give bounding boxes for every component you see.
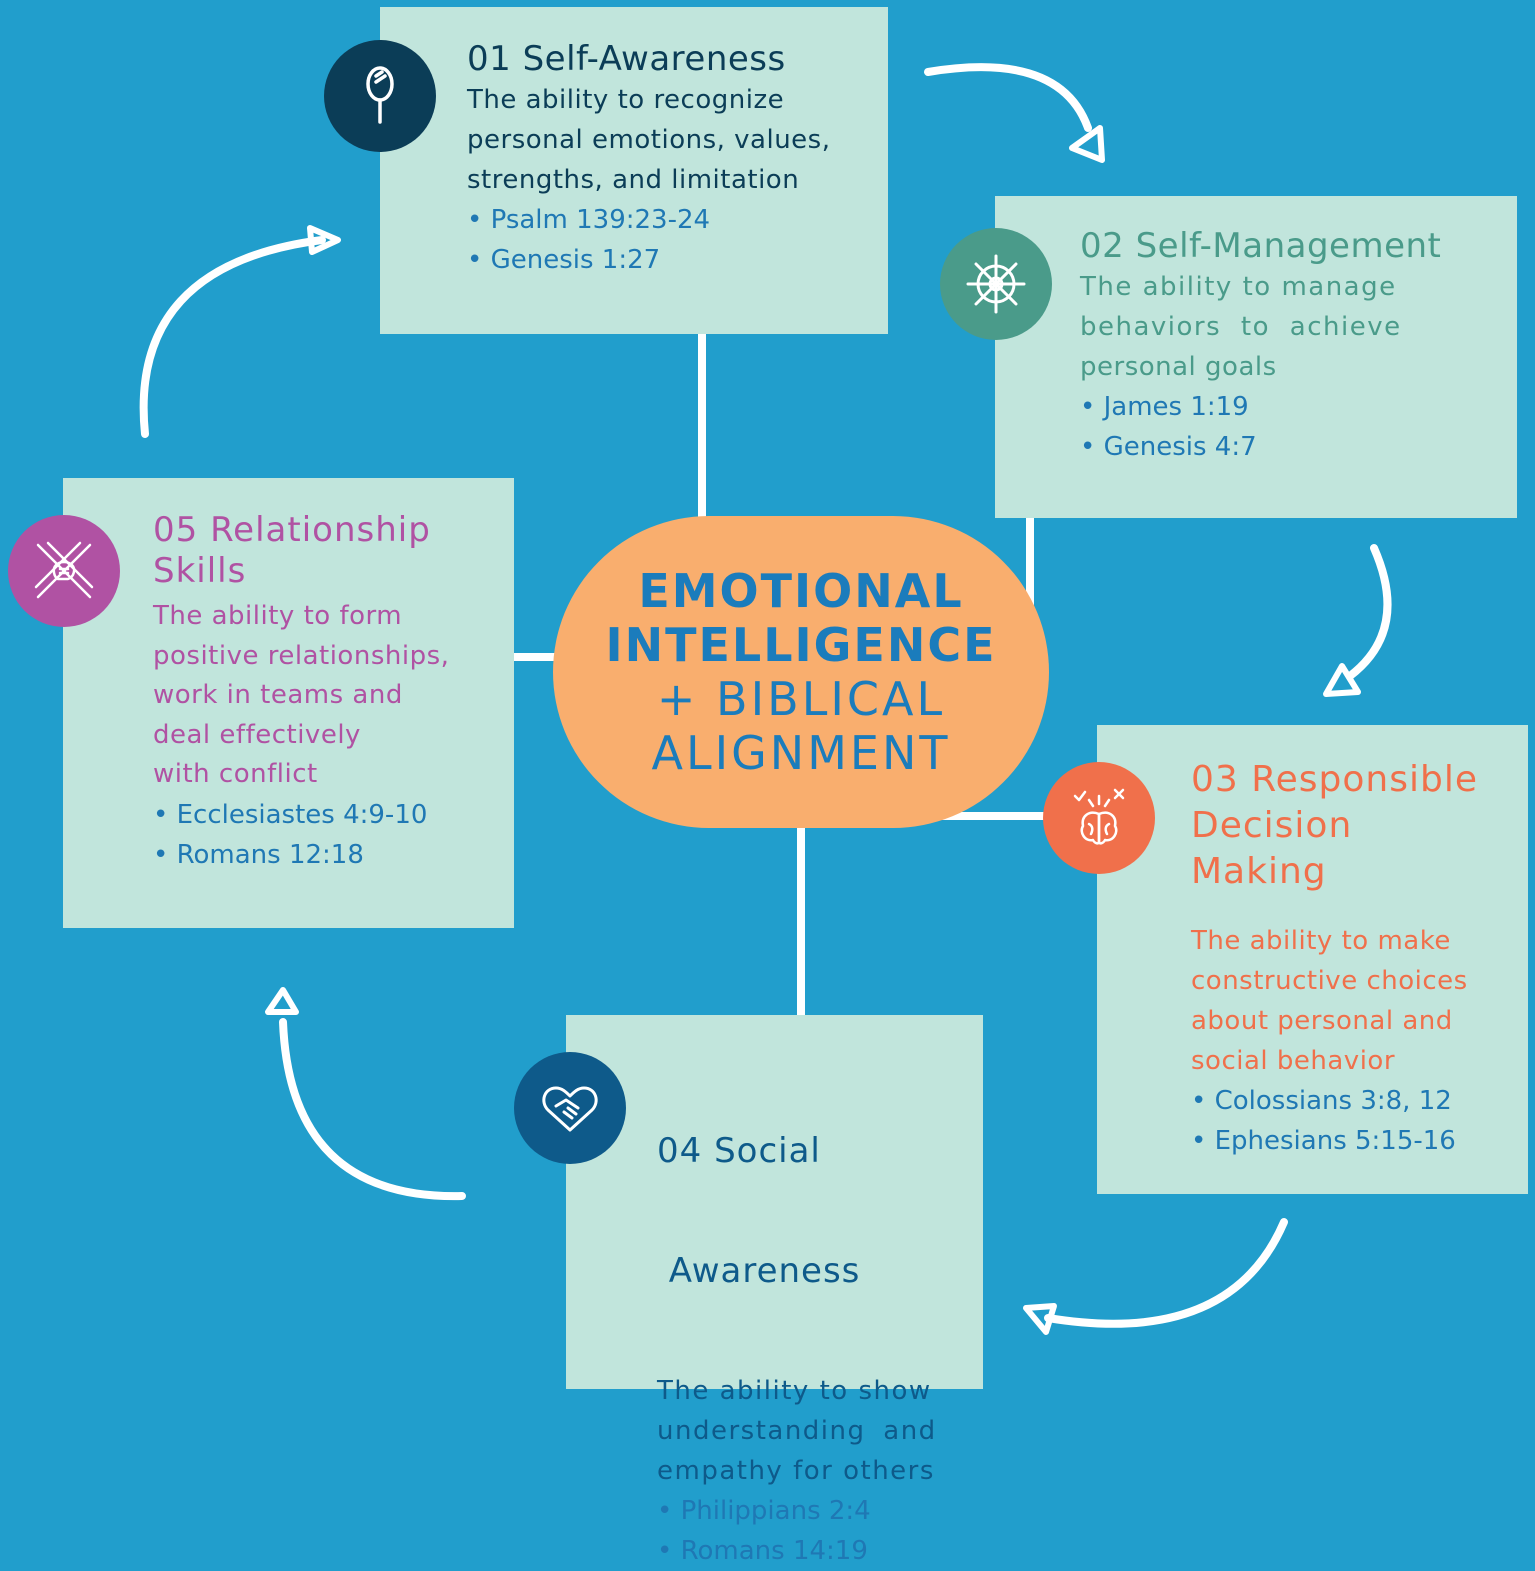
- scripture-reference: • Ecclesiastes 4:9-10: [153, 799, 428, 830]
- card-description-line: understanding and: [657, 1416, 937, 1446]
- relationship-skills-card: 05 Relationship Skills The ability to fo…: [63, 478, 514, 928]
- brain-icon: [1043, 762, 1155, 874]
- mirror-icon: [324, 40, 436, 152]
- scripture-reference: • Genesis 1:27: [467, 245, 661, 275]
- card-description-line: empathy for others: [657, 1456, 935, 1486]
- scripture-reference: • Philippians 2:4: [657, 1496, 871, 1526]
- ship-wheel-icon: [940, 228, 1052, 340]
- scripture-reference: • Ephesians 5:15-16: [1191, 1126, 1456, 1156]
- card-title: 01 Self-Awareness: [467, 39, 786, 79]
- center-title-line: ALIGNMENT: [651, 726, 951, 780]
- card-description-line: work in teams and: [153, 680, 403, 711]
- card-description-line: The ability to recognize: [467, 85, 785, 115]
- card-description-line: social behavior: [1191, 1046, 1396, 1076]
- card-description-line: personal goals: [1080, 352, 1277, 382]
- center-title-pill: EMOTIONAL INTELLIGENCE + BIBLICAL ALIGNM…: [553, 516, 1049, 828]
- arrowhead-3: [1023, 1303, 1057, 1335]
- card-title-line: 04 Social: [657, 1131, 821, 1171]
- card-description-line: behaviors to achieve: [1080, 312, 1402, 342]
- card-description-line: positive relationships,: [153, 640, 450, 671]
- card-description-line: about personal and: [1191, 1006, 1453, 1036]
- arrow-1-to-2: [924, 63, 1092, 132]
- card-description-line: strengths, and limitation: [467, 165, 800, 195]
- arrowhead-1: [1069, 125, 1105, 163]
- card-description-line: The ability to manage: [1080, 272, 1397, 302]
- scripture-reference: • Colossians 3:8, 12: [1191, 1086, 1452, 1116]
- card-title-line: Awareness: [657, 1251, 861, 1291]
- scripture-reference: • Romans 14:19: [657, 1536, 868, 1566]
- arrowhead-2: [1323, 663, 1361, 697]
- scripture-reference: • Genesis 4:7: [1080, 432, 1257, 462]
- arrow-5-to-1: [139, 236, 326, 438]
- card-description-line: The ability to make: [1191, 926, 1451, 956]
- self-management-card: 02 Self-Management The ability to manage…: [995, 196, 1517, 518]
- social-awareness-card: 04 Social Awareness The ability to show …: [566, 1015, 983, 1566]
- heart-handshake-icon: [514, 1052, 626, 1164]
- scripture-reference: • James 1:19: [1080, 392, 1249, 422]
- center-title-line: INTELLIGENCE: [605, 618, 997, 672]
- arrow-4-to-5: [279, 1018, 466, 1201]
- stacked-hands-icon: [8, 515, 120, 627]
- connectors-and-arrows: [139, 63, 1392, 1335]
- arrowhead-5: [307, 225, 341, 255]
- card-description-line: The ability to show: [657, 1376, 932, 1406]
- arrow-2-to-3: [1346, 544, 1392, 680]
- center-title-line: + BIBLICAL: [656, 672, 946, 726]
- card-title-line: Making: [1191, 851, 1327, 892]
- scripture-reference: • Psalm 139:23-24: [467, 205, 711, 235]
- card-description-line: constructive choices: [1191, 966, 1468, 996]
- card-title-line: 05 Relationship: [153, 510, 431, 550]
- card-title-line: 03 Responsible: [1191, 759, 1479, 800]
- card-description-line: deal effectively: [153, 719, 361, 750]
- card-title-line: Decision: [1191, 805, 1353, 846]
- responsible-decision-making-card: 03 Responsible Decision Making The abili…: [1097, 725, 1528, 1194]
- card-description-line: with conflict: [153, 759, 318, 790]
- scripture-reference: • Romans 12:18: [153, 839, 364, 870]
- card-description-line: personal emotions, values,: [467, 125, 831, 155]
- arrow-3-to-4: [1044, 1218, 1288, 1328]
- card-title-line: Skills: [153, 551, 247, 591]
- self-awareness-card: 01 Self-Awareness The ability to recogni…: [380, 7, 888, 334]
- arrowhead-4: [265, 987, 299, 1015]
- center-title-line: EMOTIONAL: [638, 564, 964, 618]
- card-title: 02 Self-Management: [1080, 226, 1442, 266]
- card-description-line: The ability to form: [153, 601, 403, 631]
